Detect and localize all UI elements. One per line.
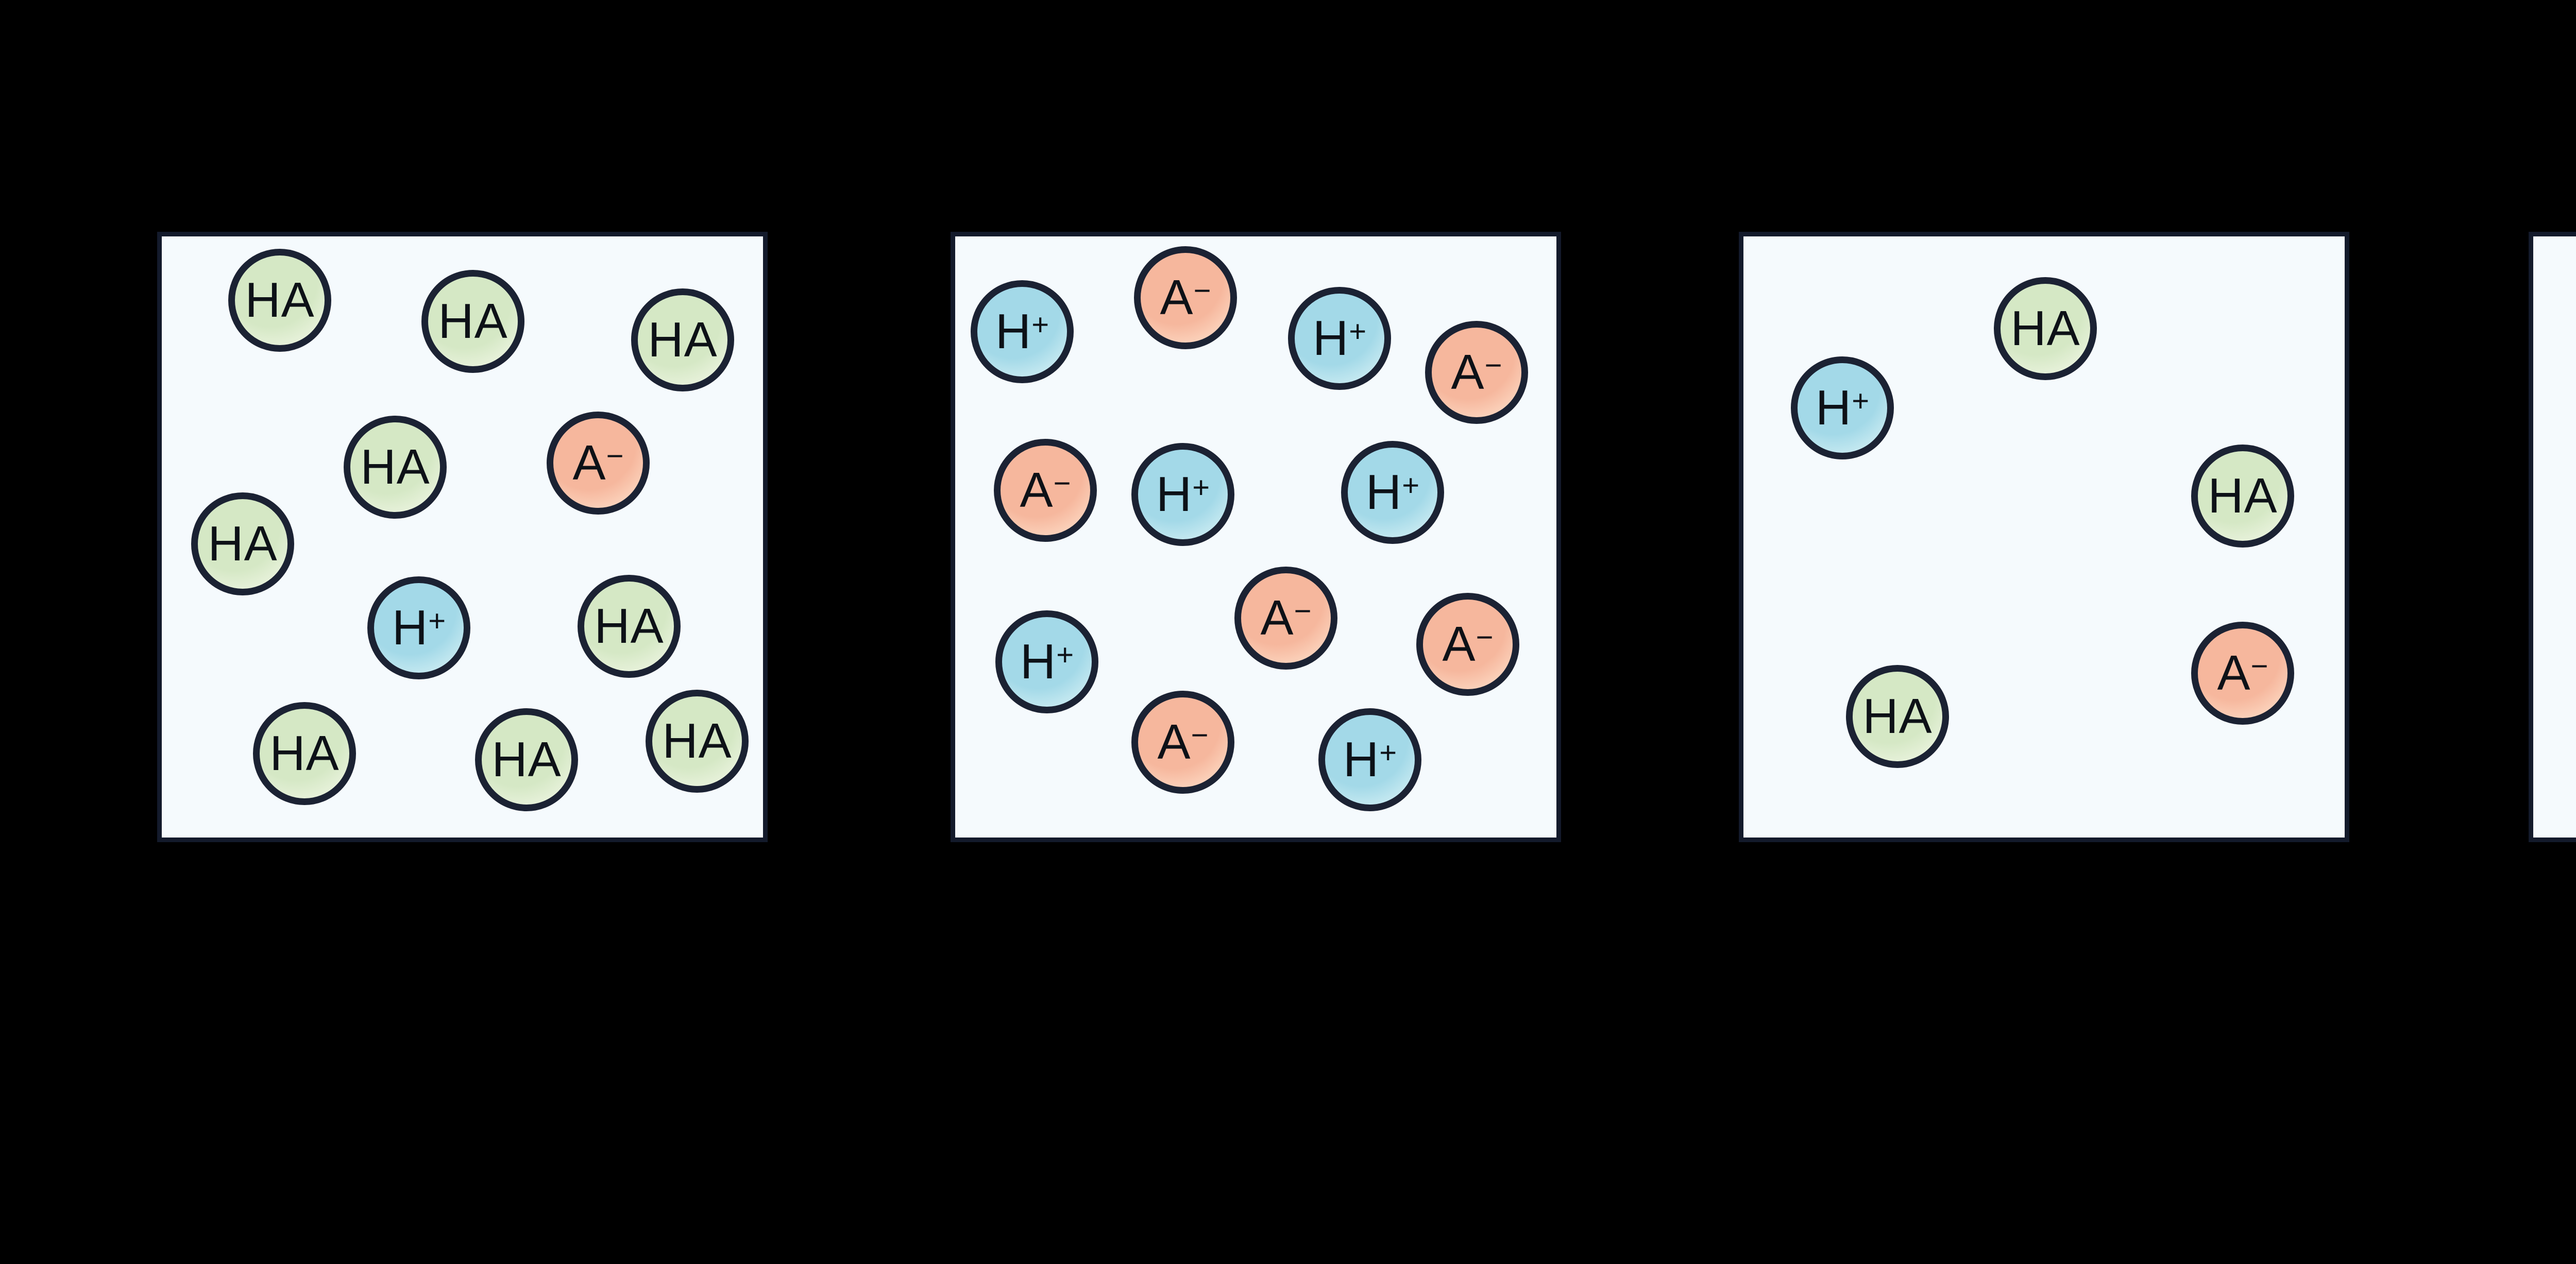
particle-h-plus: H+ xyxy=(1131,443,1234,546)
particle-charge: + xyxy=(1349,314,1367,348)
particle-ha: HA xyxy=(344,416,447,519)
particle-label: H+ xyxy=(1365,465,1420,520)
particle-h-plus: H+ xyxy=(1341,441,1444,544)
particle-label: A− xyxy=(1451,345,1502,400)
particle-ha: HA xyxy=(1846,665,1949,768)
particle-label: A− xyxy=(1260,590,1312,645)
particle-label: A− xyxy=(1442,617,1494,672)
particle-label: HA xyxy=(662,713,732,768)
particle-charge: + xyxy=(1402,468,1420,502)
particle-label: HA xyxy=(438,294,508,349)
particle-h-plus: H+ xyxy=(367,576,470,679)
particle-charge: + xyxy=(1192,470,1210,504)
particle-ha: HA xyxy=(228,249,331,352)
particle-ha: HA xyxy=(2191,445,2294,548)
particle-h-plus: H+ xyxy=(1318,708,1421,811)
particle-charge: + xyxy=(1379,736,1397,770)
particle-label: H+ xyxy=(392,600,446,655)
particle-charge: − xyxy=(1484,348,1502,382)
particle-ha: HA xyxy=(421,270,524,373)
particle-a-minus: A− xyxy=(547,412,650,515)
particle-box-3: HA H+ HA A− HA xyxy=(1739,232,2349,842)
particle-ha: HA xyxy=(578,575,681,678)
particle-label: HA xyxy=(492,732,562,787)
particle-charge: − xyxy=(1193,274,1211,308)
particle-charge: − xyxy=(2250,649,2268,683)
particle-label: HA xyxy=(208,516,278,571)
particle-box-1: HA HA HA HA A− HA H+ HA HA HA HA xyxy=(157,232,768,842)
particle-charge: + xyxy=(1852,384,1870,418)
particle-label: H+ xyxy=(1815,380,1870,435)
particle-a-minus: A− xyxy=(1234,567,1337,670)
particle-ha: HA xyxy=(253,702,356,805)
particle-charge: + xyxy=(1031,308,1049,341)
particle-charge: + xyxy=(428,604,446,638)
particle-ha: HA xyxy=(475,708,578,811)
particle-label: HA xyxy=(648,312,718,367)
particle-label: HA xyxy=(594,599,664,654)
particle-label: HA xyxy=(1862,689,1933,744)
particle-box-2: H+ A− H+ A− A− H+ H+ A− A− H+ A− H+ xyxy=(951,232,1561,842)
particle-label: A− xyxy=(572,435,624,490)
particle-charge: + xyxy=(1056,638,1074,672)
particle-h-plus: H+ xyxy=(1791,356,1894,459)
particle-label: HA xyxy=(245,272,315,328)
particle-h-plus: H+ xyxy=(971,280,1074,383)
particle-a-minus: A− xyxy=(2191,622,2294,725)
particle-ha: HA xyxy=(191,492,294,595)
particle-label: H+ xyxy=(995,304,1049,359)
particle-label: HA xyxy=(360,439,430,494)
particle-label: H+ xyxy=(1156,467,1210,522)
particle-label: A− xyxy=(1157,714,1209,770)
particle-a-minus: A− xyxy=(994,439,1097,542)
particle-label: A− xyxy=(2217,645,2268,701)
particle-a-minus: A− xyxy=(1425,321,1528,424)
particle-label: H+ xyxy=(1312,311,1367,366)
particle-charge: − xyxy=(1294,594,1312,628)
particle-charge: − xyxy=(606,439,624,473)
particle-h-plus: H+ xyxy=(1288,287,1391,390)
particle-ha: HA xyxy=(646,690,749,793)
particle-h-plus: H+ xyxy=(995,610,1098,713)
particle-charge: − xyxy=(1476,620,1494,654)
particle-box-4: H+A−H+A− xyxy=(2529,232,2576,842)
particle-a-minus: A− xyxy=(1416,593,1519,696)
particle-label: H+ xyxy=(1343,732,1397,787)
particle-charge: − xyxy=(1191,718,1209,752)
particle-label: HA xyxy=(2208,468,2278,523)
particle-label: A− xyxy=(1160,270,1211,325)
particle-ha: HA xyxy=(631,288,734,391)
particle-ha: HA xyxy=(1994,277,2097,380)
particle-charge: − xyxy=(1053,466,1071,500)
particle-label: HA xyxy=(2010,301,2080,356)
particle-a-minus: A− xyxy=(1131,691,1234,794)
particle-label: A− xyxy=(1020,463,1071,518)
particle-a-minus: A− xyxy=(1134,246,1237,349)
particle-label: H+ xyxy=(1020,634,1074,689)
particle-label: HA xyxy=(269,726,340,781)
